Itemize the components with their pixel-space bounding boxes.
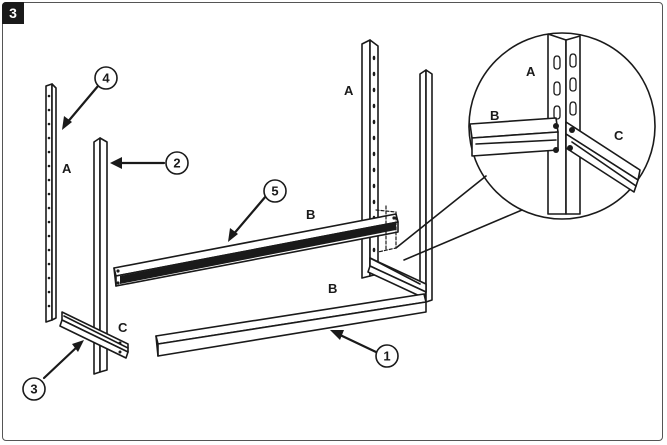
figure-frame xyxy=(2,2,663,441)
label-a-right: A xyxy=(344,83,354,98)
side-beam-c xyxy=(59,311,129,359)
step-number-badge: 3 xyxy=(2,2,24,24)
detail-label-a: A xyxy=(526,64,536,79)
connection-dashed-box xyxy=(375,205,397,253)
upright-post-2 xyxy=(93,137,108,375)
label-b-bottom: B xyxy=(328,281,337,296)
upright-post-4 xyxy=(45,83,57,323)
callout-3: 3 xyxy=(30,382,37,397)
callout-2: 2 xyxy=(173,156,180,171)
detail-label-b: B xyxy=(490,108,499,123)
beam-highlight-5 xyxy=(120,222,396,284)
upright-post-a-right xyxy=(361,39,379,279)
callout-1: 1 xyxy=(383,349,390,364)
detail-label-c: C xyxy=(614,128,624,143)
label-c-left: C xyxy=(118,320,128,335)
bottom-side-beam-right xyxy=(367,257,427,299)
label-b-top: B xyxy=(306,207,315,222)
callout-5: 5 xyxy=(271,184,278,199)
callout-4: 4 xyxy=(102,71,110,86)
bottom-front-beam-1 xyxy=(155,293,427,357)
callout-arrows xyxy=(42,84,378,380)
detail-magnifier xyxy=(395,32,656,261)
bottom-back-beam xyxy=(369,257,421,285)
upright-post-front-right xyxy=(419,69,433,305)
arrow-heads xyxy=(62,116,344,352)
callout-circles xyxy=(22,66,399,401)
label-a-left: A xyxy=(62,161,72,176)
